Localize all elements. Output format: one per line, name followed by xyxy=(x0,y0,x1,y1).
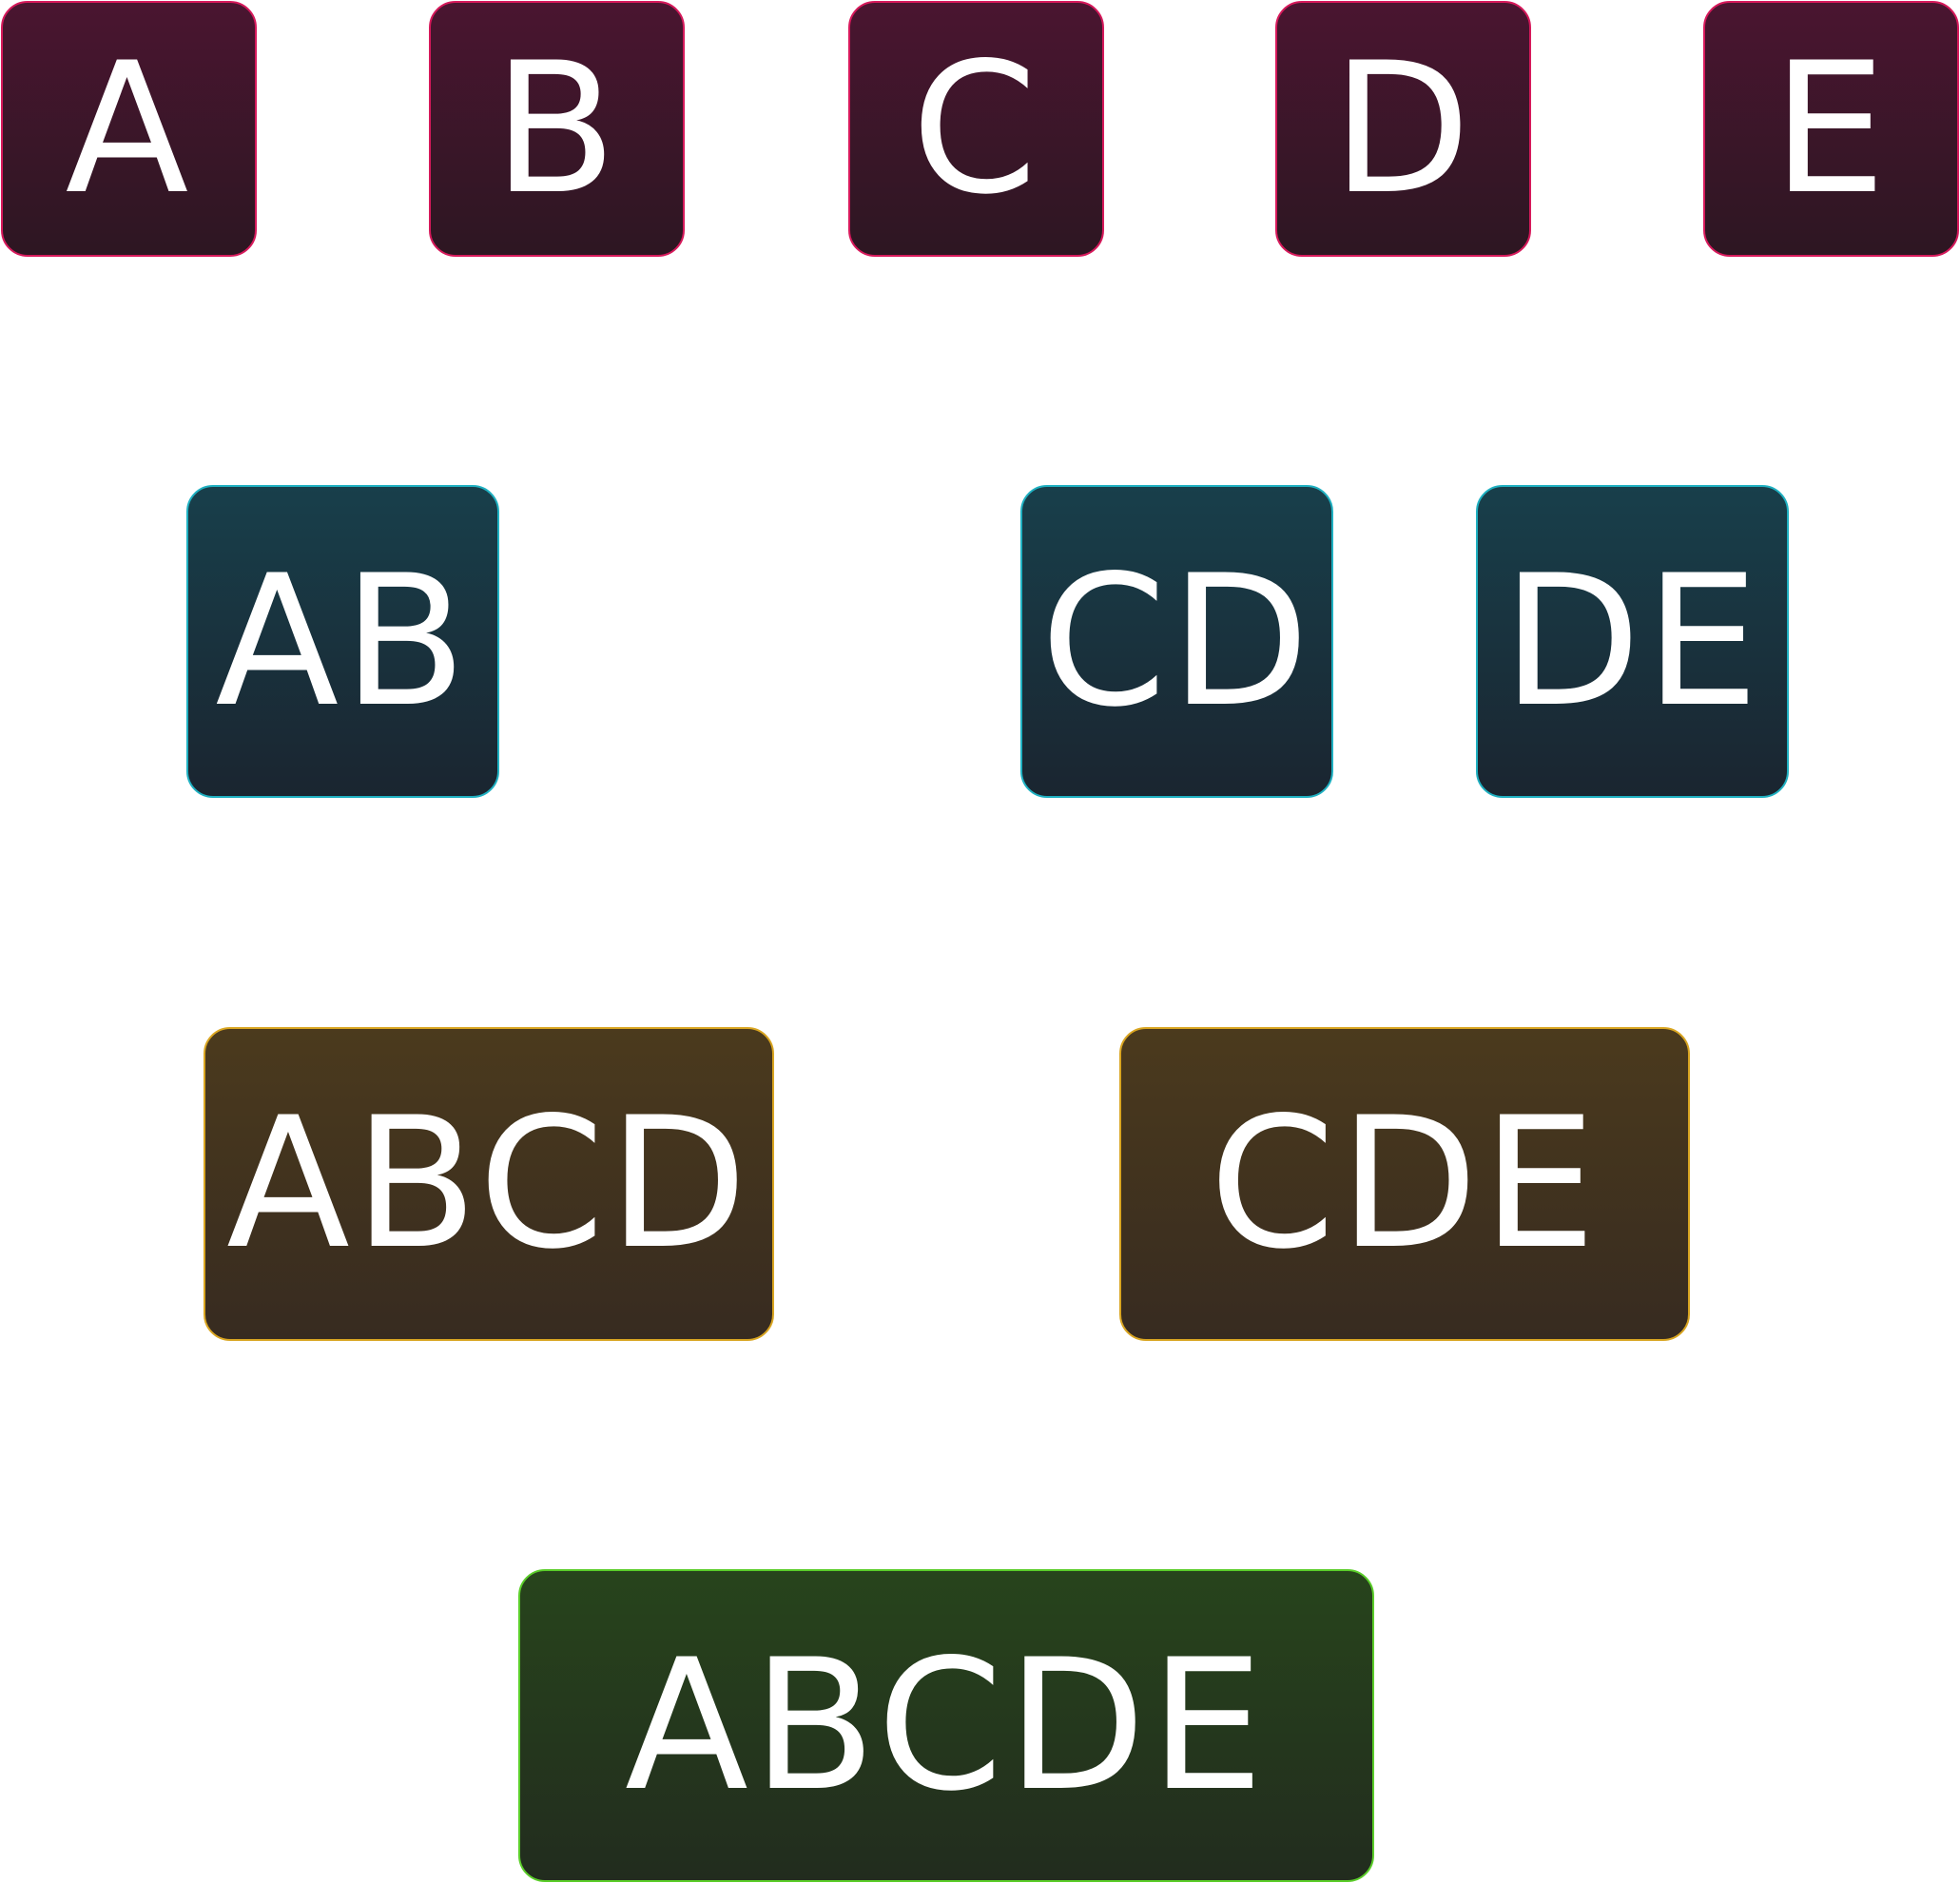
node-d: D xyxy=(1275,1,1531,257)
node-cde: CDE xyxy=(1119,1027,1690,1341)
node-ab: AB xyxy=(186,485,499,798)
node-b: B xyxy=(429,1,685,257)
node-c: C xyxy=(848,1,1104,257)
node-de: DE xyxy=(1476,485,1789,798)
node-cd: CD xyxy=(1020,485,1333,798)
node-abcde: ABCDE xyxy=(518,1569,1374,1882)
node-a: A xyxy=(1,1,257,257)
node-abcd: ABCD xyxy=(204,1027,774,1341)
node-e: E xyxy=(1703,1,1959,257)
